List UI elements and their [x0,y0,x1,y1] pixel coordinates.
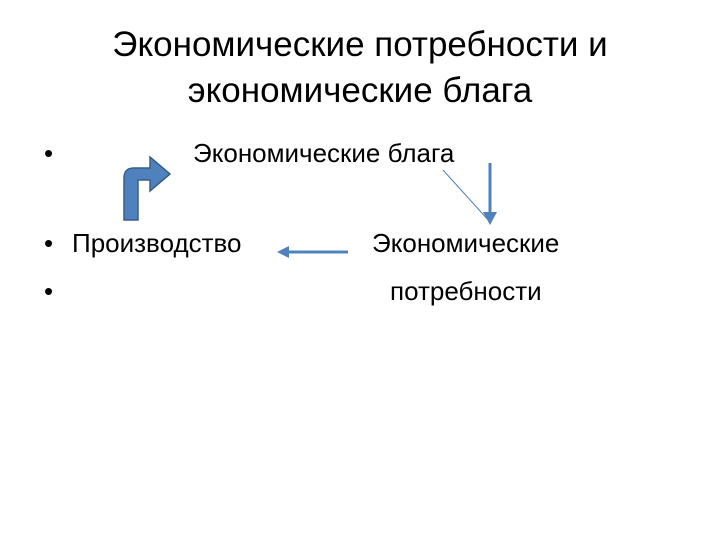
bent-up-arrow-production-to-goods [123,155,172,221]
node-production: Производство [72,228,242,258]
node-needs-line-1: Экономические [372,228,560,258]
slide-title-line-2: экономические блага [187,71,533,110]
bullet-marker-1: • [44,138,54,168]
slide-title: Экономические потребности и экономически… [0,22,720,114]
node-economic-goods: Экономические блага [193,138,455,168]
bullet-marker-2: • [44,228,54,258]
slide-title-line-1: Экономические потребности и [112,25,608,64]
node-needs-line-2: потребности [390,276,542,306]
left-arrow-head-needs-to-production [277,246,289,258]
bullet-marker-3: • [44,276,54,306]
connector-line-goods-to-needs [442,169,491,223]
down-arrow-head-goods-to-needs [483,212,497,225]
